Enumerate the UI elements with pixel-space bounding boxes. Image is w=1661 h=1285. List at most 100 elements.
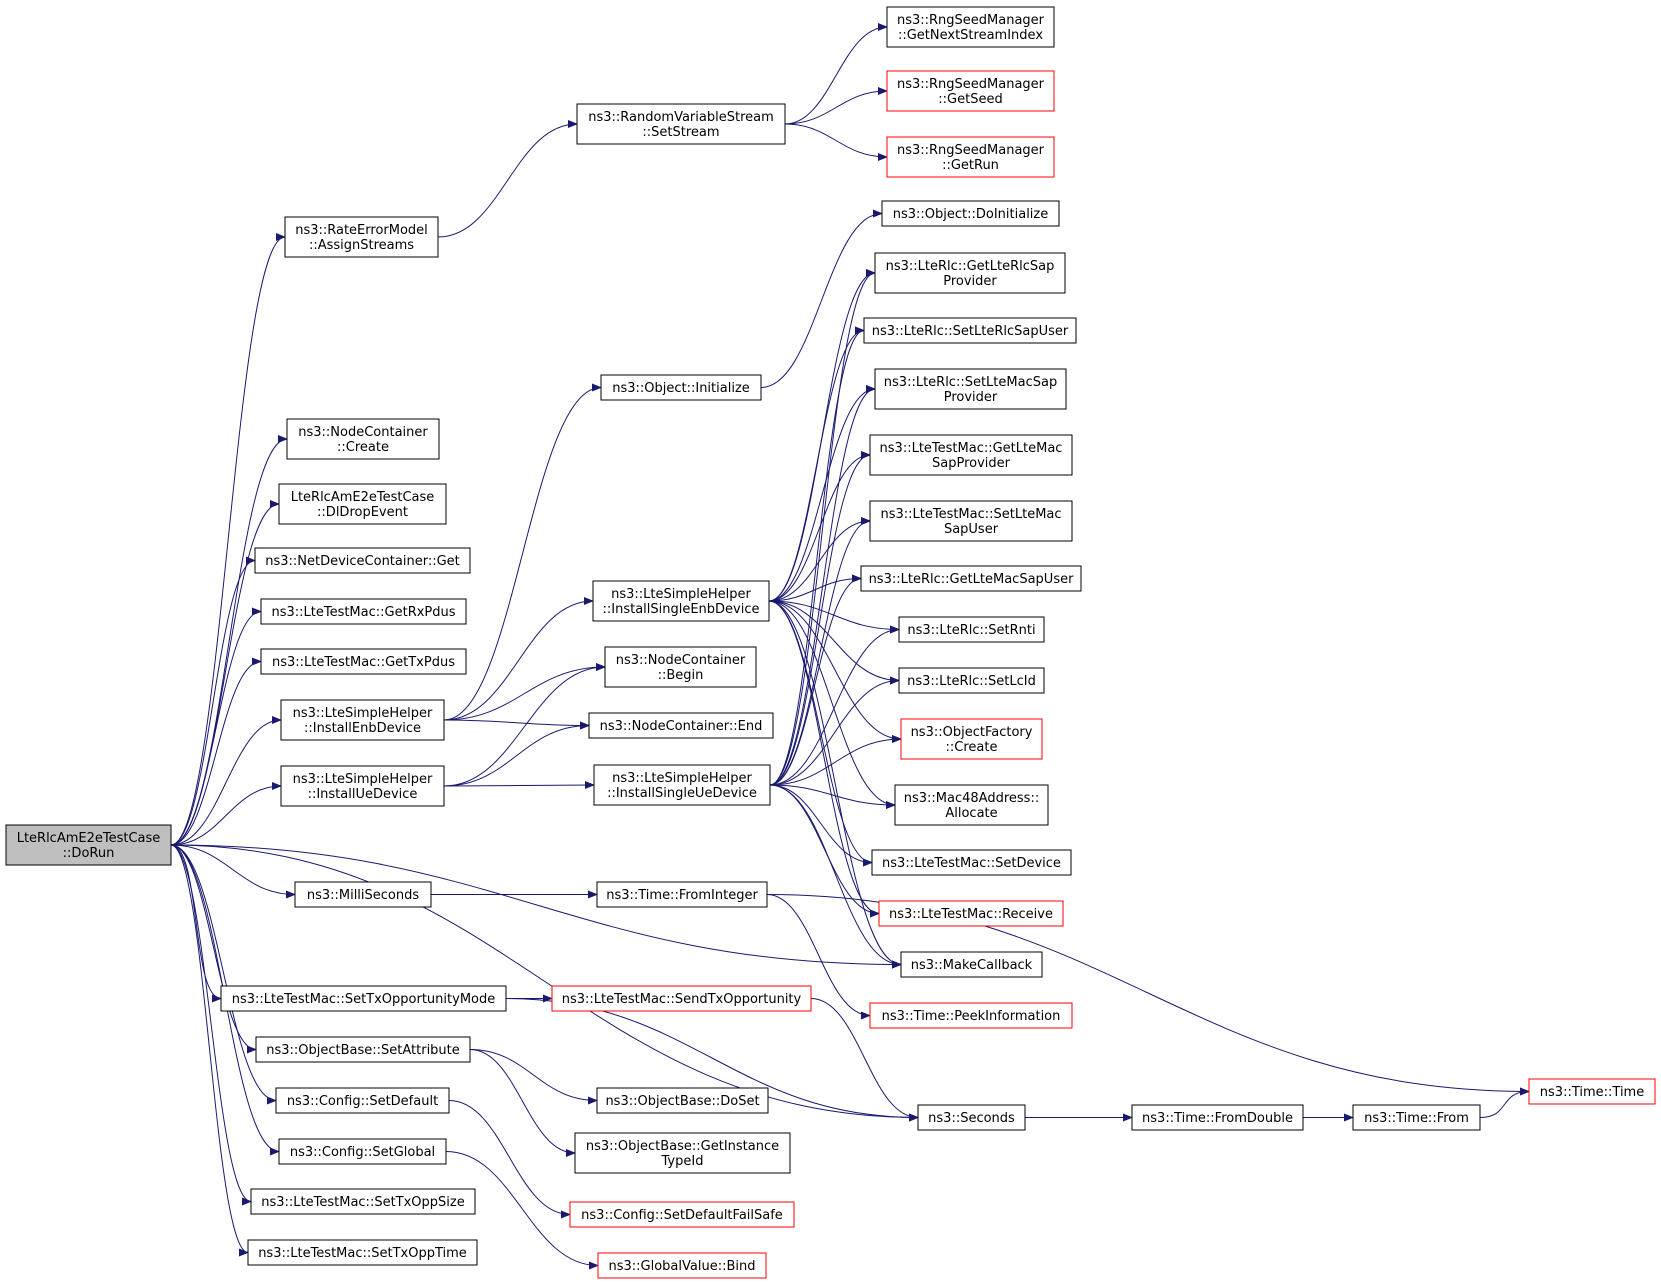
node-box [1528, 1078, 1656, 1105]
call-edge-dorun-to-cfg_setdefault [170, 844, 277, 1105]
node-label: ::InstallUeDevice [308, 787, 418, 802]
node-seconds[interactable]: ns3::Seconds [917, 1104, 1026, 1131]
call-edge-install_single_enb-to-setlterlcsapuser [768, 326, 865, 602]
node-dorun[interactable]: LteRlcAmE2eTestCase::DoRun [5, 824, 172, 866]
node-millis[interactable]: ns3::MilliSeconds [294, 881, 432, 908]
node-box [900, 718, 1043, 760]
node-rng_nextstream[interactable]: ns3::RngSeedManager::GetNextStreamIndex [886, 6, 1055, 48]
node-label: ns3::LteTestMac::SetDevice [882, 856, 1061, 871]
node-gv_bind[interactable]: ns3::GlobalValue::Bind [597, 1252, 767, 1279]
node-ob_doset[interactable]: ns3::ObjectBase::DoSet [596, 1087, 769, 1114]
node-rng_getseed[interactable]: ns3::RngSeedManager::GetSeed [886, 70, 1055, 112]
node-install_single_enb[interactable]: ns3::LteSimpleHelper::InstallSingleEnbDe… [592, 580, 770, 622]
node-obj_doinit[interactable]: ns3::Object::DoInitialize [881, 200, 1060, 227]
node-label: ns3::RateErrorModel [295, 223, 428, 238]
node-rng_getrun[interactable]: ns3::RngSeedManager::GetRun [886, 136, 1055, 178]
node-settxoppsize[interactable]: ns3::LteTestMac::SetTxOppSize [250, 1188, 476, 1215]
node-box [869, 1002, 1073, 1029]
node-label: ns3::LteSimpleHelper [612, 771, 752, 786]
call-edge-dorun-to-millis [170, 844, 296, 899]
node-settxoppmode[interactable]: ns3::LteTestMac::SetTxOpportunityMode [220, 985, 507, 1012]
node-mac48[interactable]: ns3::Mac48Address::Allocate [894, 784, 1049, 826]
node-cfg_setglobal[interactable]: ns3::Config::SetGlobal [278, 1138, 447, 1165]
node-obj_init[interactable]: ns3::Object::Initialize [600, 374, 762, 401]
node-label: Provider [944, 390, 998, 405]
node-label: ::Begin [658, 668, 704, 683]
node-label: ::DoRun [63, 846, 115, 861]
call-edge-install_single_ue-to-setrnti [769, 625, 900, 786]
node-gettxpdus[interactable]: ns3::LteTestMac::GetTxPdus [260, 648, 467, 675]
node-install_ue[interactable]: ns3::LteSimpleHelper::InstallUeDevice [280, 765, 445, 807]
node-of_create[interactable]: ns3::ObjectFactory::Create [900, 718, 1043, 760]
node-cfg_failsafe[interactable]: ns3::Config::SetDefaultFailSafe [569, 1201, 795, 1228]
node-time_peek[interactable]: ns3::Time::PeekInformation [869, 1002, 1073, 1029]
call-edge-dorun-to-ndc_get [170, 556, 256, 846]
node-label: ::InstallSingleEnbDevice [602, 602, 759, 617]
node-sendtxopp[interactable]: ns3::LteTestMac::SendTxOpportunity [551, 985, 812, 1012]
node-time_fromdouble[interactable]: ns3::Time::FromDouble [1131, 1104, 1304, 1131]
node-box [247, 1239, 478, 1266]
node-getrxpdus[interactable]: ns3::LteTestMac::GetRxPdus [260, 598, 467, 625]
node-label: ns3::RngSeedManager [897, 77, 1045, 92]
node-time_fromint[interactable]: ns3::Time::FromInteger [596, 881, 768, 908]
call-edge-install_single_ue-to-tm_setltemac [769, 517, 871, 786]
node-getltemacsapuser[interactable]: ns3::LteRlc::GetLteMacSapUser [860, 565, 1082, 592]
call-edge-dorun-to-gettxpdus [170, 657, 262, 846]
node-tm_receive[interactable]: ns3::LteTestMac::Receive [878, 900, 1064, 927]
node-nc_end[interactable]: ns3::NodeContainer::End [588, 712, 774, 739]
node-tm_setdevice[interactable]: ns3::LteTestMac::SetDevice [871, 849, 1072, 876]
call-edge-time_fromint-to-time_peek [766, 894, 871, 1020]
node-rem_assign[interactable]: ns3::RateErrorModel::AssignStreams [284, 216, 439, 258]
node-label: ns3::RngSeedManager [897, 143, 1045, 158]
node-cfg_setdefault[interactable]: ns3::Config::SetDefault [275, 1087, 450, 1114]
call-edge-dorun-to-nc_create [170, 435, 288, 846]
node-label: ns3::NodeContainer::End [600, 719, 763, 734]
node-setrnti[interactable]: ns3::LteRlc::SetRnti [898, 616, 1045, 643]
call-edge-install_single_enb-to-makecallback [768, 600, 902, 969]
node-label: ns3::RngSeedManager [897, 13, 1045, 28]
node-ndc_get[interactable]: ns3::NetDeviceContainer::Get [254, 547, 471, 574]
node-rvs_setstream[interactable]: ns3::RandomVariableStream::SetStream [576, 103, 786, 145]
node-label: ::AssignStreams [309, 238, 414, 253]
call-edge-dorun-to-seconds [170, 844, 919, 1122]
node-label: ns3::ObjectBase::SetAttribute [266, 1043, 460, 1058]
node-label: ns3::GlobalValue::Bind [609, 1259, 756, 1274]
node-label: LteRlcAmE2eTestCase [17, 831, 161, 846]
node-box [860, 565, 1082, 592]
node-label: ns3::LteSimpleHelper [293, 772, 433, 787]
node-label: SapProvider [932, 456, 1011, 471]
call-edge-install_single_enb-to-mac48 [768, 600, 896, 809]
node-box [597, 1252, 767, 1279]
node-setlcid[interactable]: ns3::LteRlc::SetLcId [898, 667, 1045, 694]
call-edge-dorun-to-settxopptime [170, 844, 249, 1257]
node-makecallback[interactable]: ns3::MakeCallback [900, 951, 1043, 978]
node-box [600, 374, 762, 401]
call-edge-cfg_setglobal-to-gv_bind [445, 1151, 599, 1270]
node-label: ns3::Time::From [1364, 1111, 1469, 1126]
node-setattr[interactable]: ns3::ObjectBase::SetAttribute [255, 1036, 471, 1063]
node-box [294, 881, 432, 908]
node-nc_begin[interactable]: ns3::NodeContainer::Begin [604, 646, 757, 688]
node-box [588, 712, 774, 739]
call-edge-install_enb-to-nc_begin [443, 663, 606, 721]
node-label: ns3::NodeContainer [616, 653, 746, 668]
node-label: ::Create [946, 740, 998, 755]
node-install_single_ue[interactable]: ns3::LteSimpleHelper::InstallSingleUeDev… [593, 764, 771, 806]
node-install_enb[interactable]: ns3::LteSimpleHelper::InstallEnbDevice [280, 699, 445, 741]
call-edge-install_single_ue-to-setlcid [769, 676, 900, 786]
node-label: ns3::LteRlc::GetLteMacSapUser [869, 572, 1075, 587]
node-time_from[interactable]: ns3::Time::From [1352, 1104, 1481, 1131]
node-nc_create[interactable]: ns3::NodeContainer::Create [286, 418, 440, 460]
node-box [900, 951, 1043, 978]
node-setlterlcsapuser[interactable]: ns3::LteRlc::SetLteRlcSapUser [863, 317, 1077, 344]
node-dldrop[interactable]: LteRlcAmE2eTestCase::DlDropEvent [278, 483, 447, 525]
node-settxopptime[interactable]: ns3::LteTestMac::SetTxOppTime [247, 1239, 478, 1266]
node-box [551, 985, 812, 1012]
node-time_time[interactable]: ns3::Time::Time [1528, 1078, 1656, 1105]
